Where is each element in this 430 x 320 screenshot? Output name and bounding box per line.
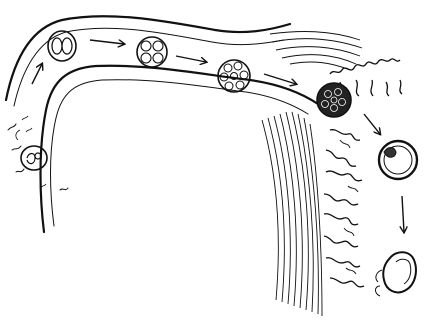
endometrium-side: [324, 130, 364, 287]
arrow-2: [90, 40, 124, 44]
blastocyst: [379, 141, 417, 179]
arrow-5: [364, 114, 380, 134]
endometrium-glands: [340, 140, 358, 274]
infundibulum-fringe: [8, 124, 68, 190]
uterine-fundus-striations: [270, 32, 362, 70]
two-cell-stage: [48, 31, 76, 61]
four-cell-stage: [137, 37, 167, 67]
arrow-6: [402, 196, 404, 232]
morula: [317, 83, 351, 117]
arrow-1: [32, 64, 42, 84]
oviduct-inner-wall: [41, 66, 319, 232]
oviduct-outer-wall: [6, 16, 290, 100]
implanting-blastocyst: [376, 252, 416, 296]
myometrium-striations: [262, 112, 322, 316]
arrow-3: [176, 56, 206, 62]
